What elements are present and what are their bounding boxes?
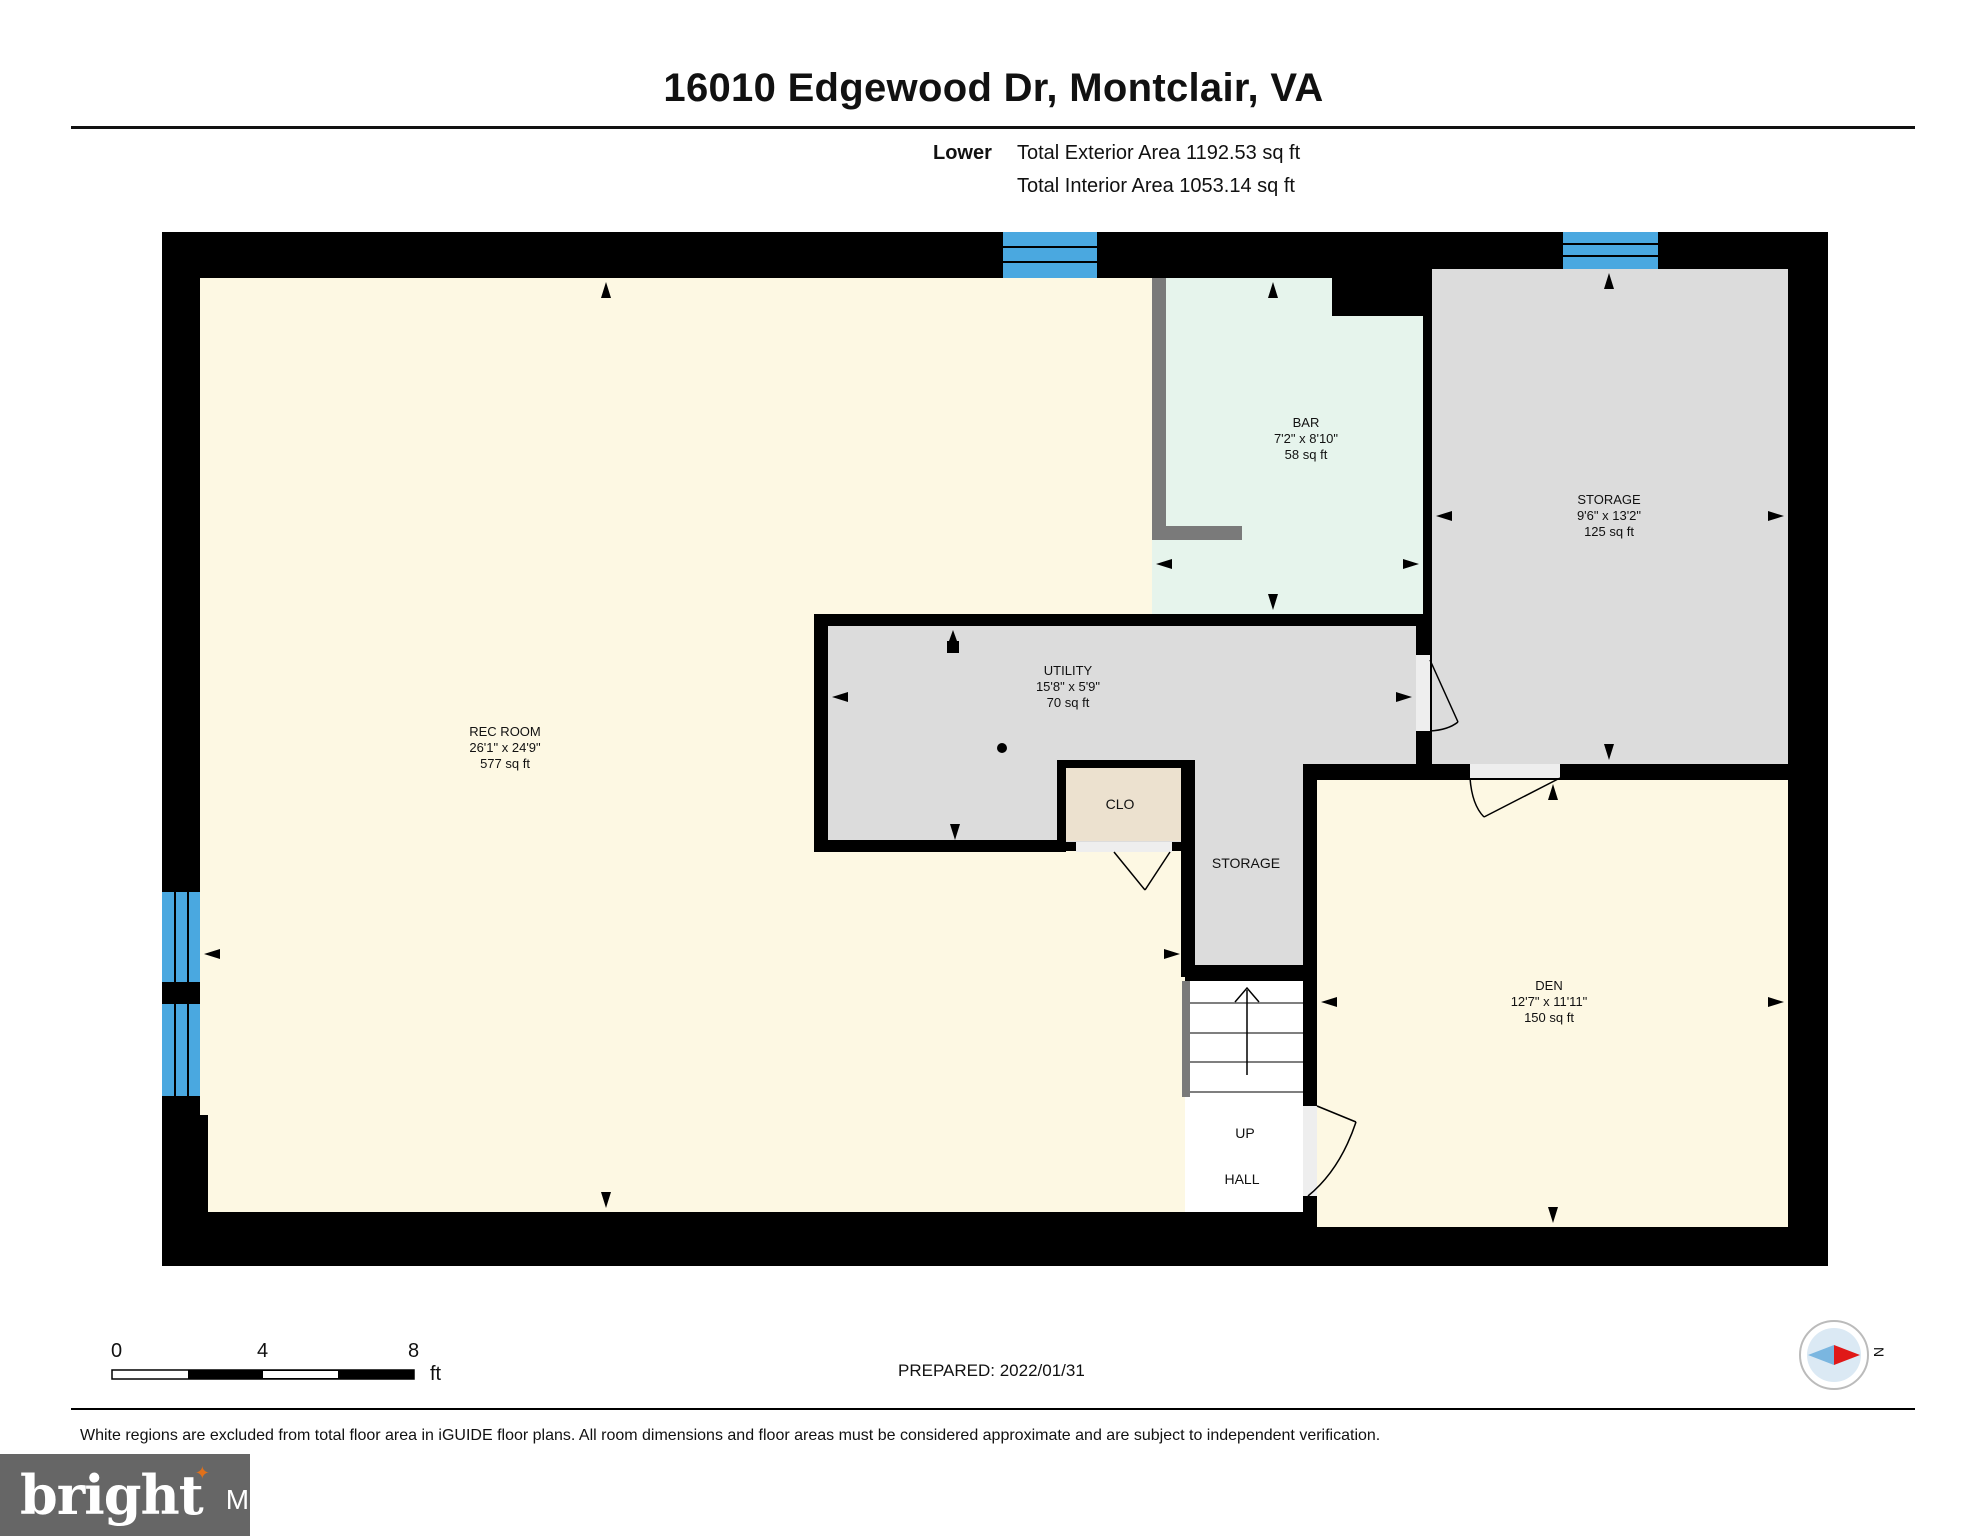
exterior-area: Total Exterior Area 1192.53 sq ft [1017, 142, 1301, 164]
scale-tick-8: 8 [408, 1340, 420, 1362]
closet-floor [1066, 768, 1181, 841]
compass-icon [1799, 1320, 1869, 1390]
scale-bar [111, 1369, 415, 1380]
stairs [1182, 981, 1303, 1097]
storage-right-dims: 9'6" x 13'2" [1576, 508, 1642, 523]
den-floor [1317, 780, 1788, 1227]
bar-name: BAR [1292, 415, 1320, 430]
prepared-date: PREPARED: 2022/01/31 [898, 1361, 1085, 1380]
den-label: DEN 12'7" x 11'11" 150 sq ft [1449, 978, 1649, 1026]
den-name: DEN [1535, 978, 1563, 993]
hall-floor [1185, 1092, 1303, 1212]
storage-small-name: STORAGE [1211, 855, 1281, 871]
dimension-markers [204, 273, 1784, 1223]
compass-north-label: N [1871, 1346, 1888, 1358]
window-left-lower [162, 1004, 200, 1096]
disclaimer: White regions are excluded from total fl… [80, 1427, 1381, 1444]
utility-wall-left [814, 614, 828, 852]
utility-fixture [947, 641, 959, 653]
plan-title: 16010 Edgewood Dr, Montclair, VA [663, 66, 1324, 110]
rec-room-floor [200, 278, 1185, 1212]
storage-right-label: STORAGE 9'6" x 13'2" 125 sq ft [1509, 492, 1709, 540]
utility-area: 70 sq ft [1046, 695, 1090, 710]
storage-right-name: STORAGE [1577, 492, 1641, 507]
rec-room-name: REC ROOM [469, 724, 541, 739]
scale-unit: ft [430, 1363, 442, 1385]
storage-right-floor [1432, 269, 1788, 764]
scale-tick-0: 0 [111, 1340, 123, 1362]
stairs-up-label: UP [1235, 1125, 1255, 1141]
window-left-upper [162, 892, 200, 982]
scale-tick-4: 4 [257, 1340, 269, 1362]
storage-small-wall-left [1181, 760, 1195, 977]
hall-door [1303, 1105, 1357, 1197]
storage-wall-left-upper [1416, 614, 1432, 654]
footer-rule [71, 1408, 1915, 1410]
storage-right-area: 125 sq ft [1584, 524, 1634, 539]
rec-room-dims: 26'1" x 24'9" [469, 740, 541, 755]
utility-fixture-marker [949, 630, 957, 641]
brand-name: bright [20, 1463, 204, 1527]
utility-wall-bottom [814, 840, 1066, 852]
utility-label: UTILITY 15'8" x 5'9" 70 sq ft [968, 663, 1168, 711]
den-door [1469, 764, 1561, 818]
bright-mls-logo: bright ✦ MLS [0, 1454, 283, 1536]
header-rule [71, 126, 1915, 129]
hall-name: HALL [1224, 1171, 1260, 1187]
den-area: 150 sq ft [1524, 1010, 1574, 1025]
floor-label: Lower [933, 142, 992, 164]
utility-door [1416, 655, 1459, 732]
window-top-right [1563, 232, 1658, 269]
bar-dims: 7'2" x 8'10" [1273, 431, 1339, 446]
closet-wall-top [1057, 760, 1193, 768]
closet-name: CLO [1105, 796, 1135, 812]
utility-wall-top [814, 614, 1422, 626]
storage-small-floor [1195, 764, 1303, 965]
bar-label: BAR 7'2" x 8'10" 58 sq ft [1206, 415, 1406, 463]
floor-drain [997, 743, 1007, 753]
brand-flare-icon: ✦ [194, 1462, 210, 1483]
brand-suffix: MLS [225, 1484, 284, 1515]
window-top-left [1003, 232, 1097, 278]
bar-counter-vertical [1152, 278, 1166, 540]
closet-wall-left [1057, 760, 1066, 852]
utility-dims: 15'8" x 5'9" [1035, 679, 1101, 694]
rec-room-area: 577 sq ft [480, 756, 530, 771]
utility-name: UTILITY [1043, 663, 1093, 678]
bar-counter-horizontal [1152, 526, 1242, 540]
stair-wall-top [1185, 965, 1315, 981]
bar-area: 58 sq ft [1284, 447, 1328, 462]
interior-area: Total Interior Area 1053.14 sq ft [1017, 175, 1295, 197]
closet-door [1076, 842, 1172, 891]
den-dims: 12'7" x 11'11" [1510, 994, 1588, 1009]
rec-room-label: REC ROOM 26'1" x 24'9" 577 sq ft [405, 724, 605, 772]
